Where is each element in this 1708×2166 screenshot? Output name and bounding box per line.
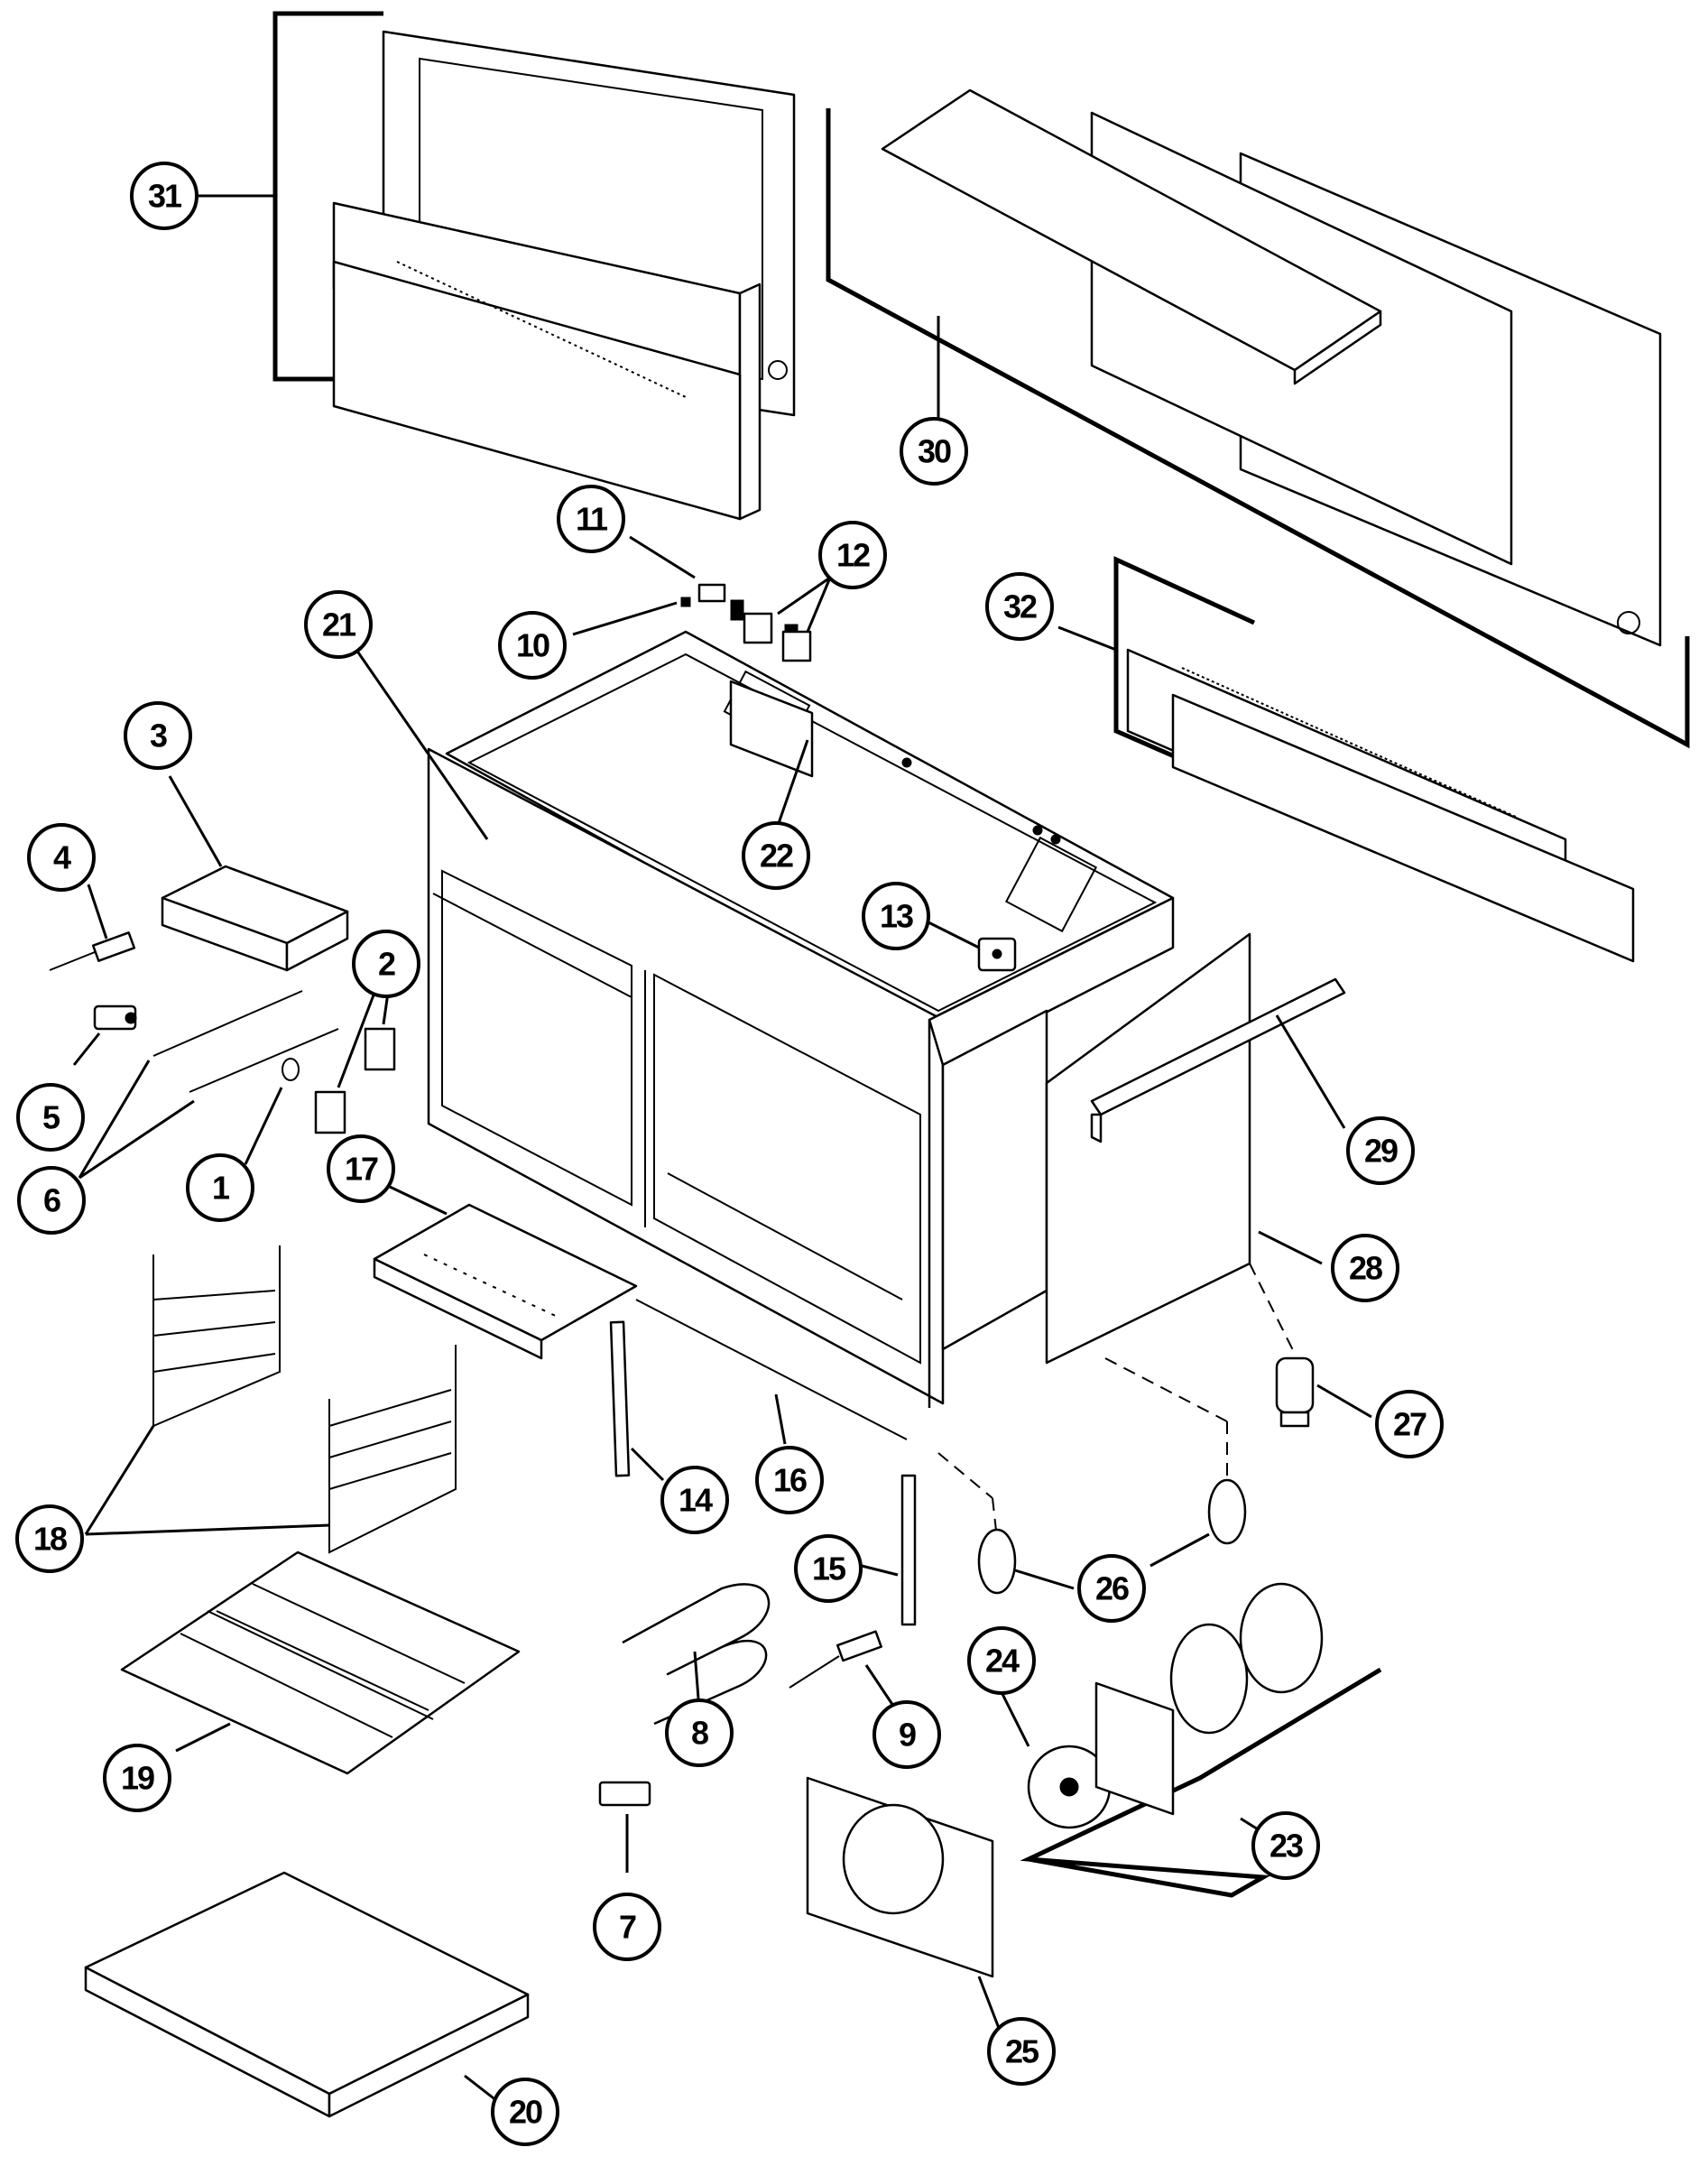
part-26-casters: [937, 1357, 1247, 1595]
part-10-screw: [572, 597, 691, 636]
svg-text:22: 22: [760, 838, 793, 875]
part-1-grommet: [244, 1058, 300, 1165]
svg-text:3: 3: [150, 717, 167, 754]
part-7-bracket: [598, 1781, 651, 1873]
svg-text:5: 5: [42, 1099, 60, 1136]
part-29-handle-rail: [1090, 977, 1346, 1143]
svg-text:26: 26: [1095, 1570, 1129, 1607]
part-4-sensor-probe: [49, 884, 136, 971]
callout-25: 25: [987, 2017, 1056, 2086]
callout-21: 21: [304, 590, 373, 659]
part-20-drip-tray: [84, 1871, 530, 2118]
svg-text:24: 24: [985, 1643, 1020, 1680]
part-11-clip: [629, 535, 726, 603]
callout-13: 13: [862, 882, 930, 950]
part-6-rods: [78, 990, 339, 1180]
svg-text:19: 19: [121, 1760, 154, 1797]
part-22-component: [729, 680, 814, 827]
part-13-valve: [924, 919, 1017, 972]
part-15-side-strip: [861, 1474, 917, 1626]
callout-4: 4: [27, 823, 96, 892]
callout-26: 26: [1077, 1554, 1146, 1623]
svg-text:4: 4: [53, 839, 71, 876]
part-9-igniter: [789, 1630, 895, 1707]
callout-14: 14: [660, 1466, 729, 1534]
part-2-clips: [314, 992, 396, 1134]
callout-22: 22: [742, 821, 810, 890]
svg-text:9: 9: [899, 1717, 916, 1754]
callout-3: 3: [124, 701, 192, 770]
part-24-fan-blade: [1000, 1691, 1112, 1829]
part-21-frame-rail: [355, 649, 489, 840]
callout-9: 9: [872, 1700, 941, 1769]
part-14-side-strip: [609, 1320, 665, 1482]
svg-text:30: 30: [918, 433, 951, 470]
part-25-fan-cover: [806, 1776, 1003, 2036]
callout-12: 12: [818, 521, 887, 589]
svg-text:27: 27: [1393, 1406, 1426, 1443]
callout-24: 24: [967, 1626, 1036, 1695]
callout-16: 16: [755, 1446, 824, 1514]
callout-11: 11: [557, 485, 625, 553]
callout-32: 32: [985, 572, 1054, 641]
svg-text:8: 8: [691, 1715, 708, 1752]
part-16-bottom-strip: [635, 1299, 908, 1445]
svg-text:23: 23: [1269, 1828, 1303, 1865]
callout-27: 27: [1375, 1390, 1444, 1458]
svg-text:2: 2: [378, 946, 395, 983]
callout-28: 28: [1331, 1234, 1399, 1302]
svg-text:6: 6: [43, 1182, 60, 1219]
svg-text:20: 20: [509, 2094, 542, 2131]
svg-text:7: 7: [619, 1909, 636, 1946]
callout-18: 18: [15, 1504, 84, 1573]
part-5-switch: [72, 1004, 137, 1066]
svg-text:29: 29: [1364, 1133, 1398, 1170]
part-17-broiler-insert: [373, 1185, 638, 1360]
part-31-vent-slots: [396, 261, 687, 398]
callout-20: 20: [491, 2078, 559, 2146]
callout-17: 17: [327, 1134, 395, 1203]
svg-text:11: 11: [576, 501, 608, 538]
svg-text:13: 13: [880, 898, 913, 935]
svg-text:10: 10: [516, 627, 549, 664]
part-18-rack-supports: [84, 1245, 457, 1554]
part-27-leveler-foot: [1249, 1263, 1372, 1428]
callout-19: 19: [103, 1744, 171, 1812]
svg-text:1: 1: [212, 1170, 230, 1207]
part-19-oven-rack: [120, 1550, 521, 1775]
svg-text:28: 28: [1349, 1250, 1382, 1287]
svg-text:25: 25: [1005, 2033, 1039, 2070]
svg-text:32: 32: [1003, 588, 1037, 625]
callout-10: 10: [498, 611, 567, 680]
svg-text:14: 14: [679, 1482, 713, 1519]
svg-text:12: 12: [836, 537, 870, 574]
svg-text:31: 31: [148, 178, 182, 215]
callout-8: 8: [665, 1699, 734, 1767]
svg-text:15: 15: [812, 1550, 846, 1587]
callout-23: 23: [1251, 1811, 1320, 1880]
part-23-convection-fan-assembly: [1020, 1582, 1382, 1898]
part-3-control-box: [161, 775, 349, 972]
callout-7: 7: [593, 1893, 661, 1961]
svg-text:16: 16: [773, 1462, 807, 1499]
callout-31: 31: [130, 162, 198, 230]
svg-text:18: 18: [33, 1521, 67, 1558]
callout-15: 15: [794, 1534, 863, 1603]
callout-1: 1: [186, 1153, 254, 1222]
part-28-side-panel: [1045, 932, 1323, 1365]
part-31-front-panel-assembly: [197, 11, 796, 521]
callout-6: 6: [17, 1166, 86, 1235]
part-12-terminal-blocks: [743, 576, 832, 662]
cabinet-frame: [427, 599, 1175, 1408]
callout-5: 5: [16, 1083, 85, 1152]
svg-text:21: 21: [322, 606, 356, 643]
callout-30: 30: [900, 417, 968, 486]
callout-29: 29: [1346, 1116, 1415, 1185]
part-30-rear-panel-assembly: [826, 88, 1690, 749]
callout-2: 2: [352, 930, 420, 998]
part-32-lower-trim-assembly: [1057, 556, 1635, 963]
svg-text:17: 17: [345, 1151, 378, 1188]
